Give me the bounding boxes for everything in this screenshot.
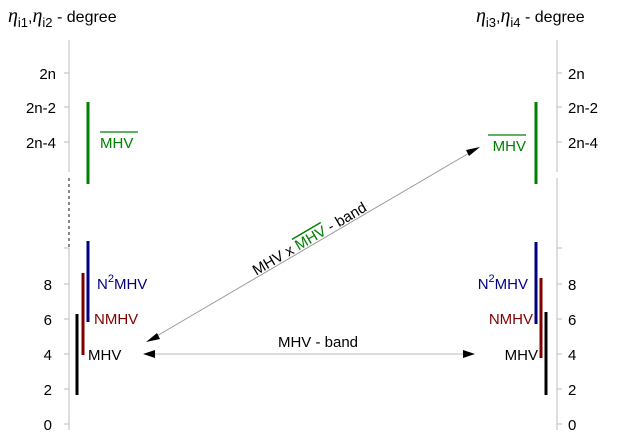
right-tick-label: 0	[568, 417, 576, 434]
left-mhv-label: MHV	[88, 347, 121, 364]
right-tick-label: 2n-4	[568, 135, 598, 152]
right-nmhv-label: NMHV	[489, 311, 533, 328]
mhv-band-arrowhead-right	[463, 350, 475, 358]
cross-band-label-text: MHV x MHV - band	[250, 199, 370, 279]
left-n2mhv-label: N2MHV	[97, 273, 147, 293]
left-tick-label: 2	[44, 382, 52, 399]
cross-band-arrow-line	[149, 148, 477, 341]
mhv-band-arrowhead-left	[143, 350, 155, 358]
right-tick-label: 6	[568, 312, 576, 329]
left-tick-label: 0	[44, 417, 52, 434]
left-tick-label: 4	[44, 347, 52, 364]
left-tick-label: 6	[44, 312, 52, 329]
left-axis: 2n 2n-2 2n-4 8 6 4 2 0	[26, 40, 70, 434]
right-n2mhv-label: N2MHV	[478, 273, 528, 293]
cross-band-arrowhead-upper	[466, 147, 480, 156]
header-left: ηi1,ηi2 - degree	[8, 5, 117, 30]
left-tick-label: 8	[44, 277, 52, 294]
right-mhv-label: MHV	[505, 347, 538, 364]
right-axis: 2n 2n-2 2n-4 8 6 4 2 0	[556, 40, 598, 434]
right-tick-label: 2	[568, 382, 576, 399]
header-right: ηi3,ηi4 - degree	[476, 5, 585, 30]
cross-band-label: MHV x MHV - band	[250, 199, 370, 279]
left-tick-label: 2n	[39, 66, 56, 83]
left-nmhv-label: NMHV	[94, 311, 138, 328]
right-tick-label: 2n	[568, 66, 585, 83]
cross-band-arrowhead-lower	[146, 333, 160, 342]
left-tick-label: 2n-4	[26, 135, 56, 152]
mhv-band-label: MHV - band	[278, 334, 358, 351]
right-tick-label: 2n-2	[568, 100, 598, 117]
left-tick-label: 2n-2	[26, 100, 56, 117]
left-mhv-bar-label: MHV	[100, 135, 133, 152]
right-tick-label: 4	[568, 347, 576, 364]
right-tick-label: 8	[568, 277, 576, 294]
right-mhv-bar-label: MHV	[493, 138, 526, 155]
